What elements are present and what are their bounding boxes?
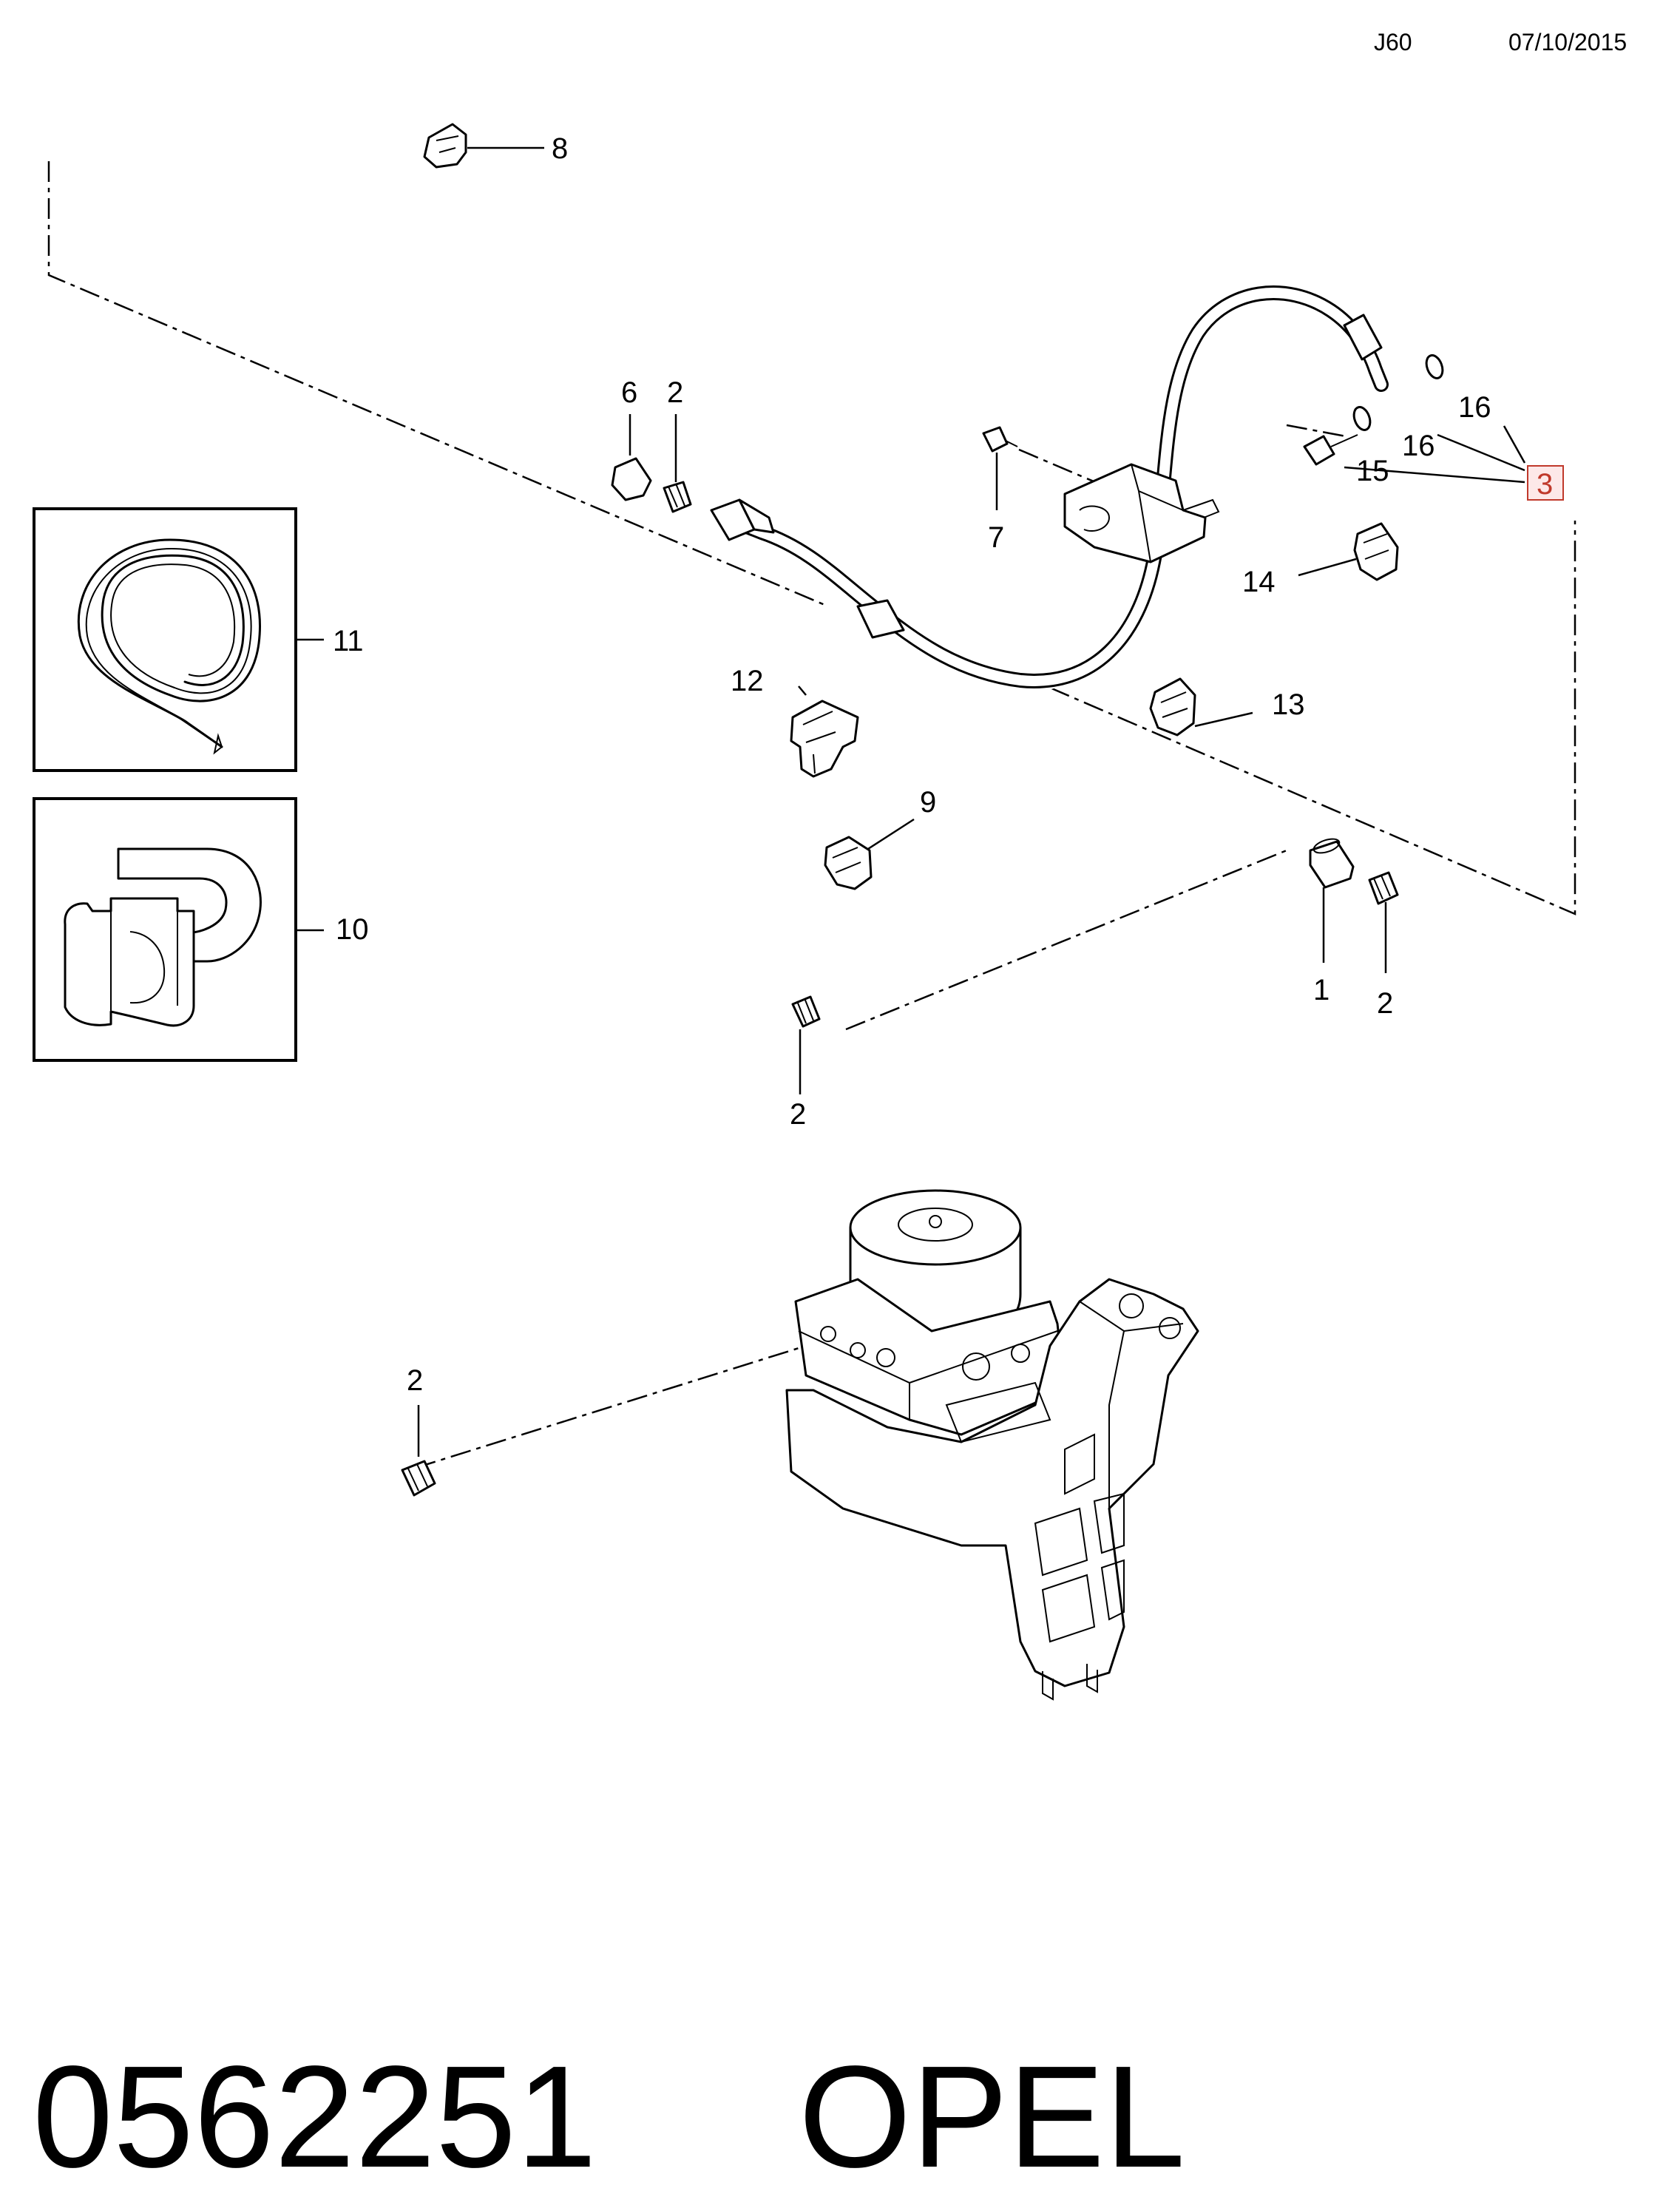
pipe-sleeve-part-1 (1309, 838, 1355, 889)
header-code: J60 (1374, 29, 1412, 55)
callout-3-highlighted[interactable]: 3 (1527, 465, 1564, 501)
callout-2-middle: 2 (790, 1098, 806, 1131)
tube-nut-2-lower (401, 1460, 436, 1497)
footer-part-number: 0562251 (33, 2036, 597, 2198)
abs-hydraulic-unit (785, 1189, 1199, 1701)
flexible-brake-hose (717, 285, 1389, 688)
callout-6: 6 (621, 376, 637, 409)
sealing-washer-16-upper (1425, 354, 1444, 379)
callout-10: 10 (336, 913, 369, 946)
brake-pipe-middle (715, 523, 1570, 1008)
callout-16-lower: 16 (1402, 430, 1435, 462)
tube-nut-2-middle (791, 995, 821, 1028)
callout-11: 11 (333, 625, 364, 657)
callout-3-highlight-box (1527, 465, 1564, 501)
clip-part-14 (1353, 522, 1399, 581)
callout-8: 8 (552, 132, 568, 165)
callout-9: 9 (920, 786, 936, 819)
clip-part-9 (824, 836, 873, 890)
callout-2-lower: 2 (407, 1364, 423, 1397)
callout-16-upper: 16 (1458, 391, 1491, 424)
sealing-washer-16-lower (1352, 406, 1372, 431)
callout-1: 1 (1313, 974, 1330, 1006)
double-clip-illustration (64, 847, 262, 1027)
clip-part-13 (1149, 677, 1196, 737)
brake-pipe-right (1196, 894, 1642, 1326)
hose-bracket (1063, 463, 1220, 563)
callout-2-upper: 2 (667, 376, 683, 409)
tube-nut-2-upper (663, 481, 692, 513)
brake-pipe-upper (85, 101, 586, 473)
clip-part-8 (423, 123, 467, 169)
callout-3: 3 (1537, 468, 1553, 501)
header-date: 07/10/2015 (1508, 29, 1627, 55)
bolt-part-7 (982, 426, 1018, 453)
inset-box-pipe-coil (33, 507, 324, 772)
banjo-bolt-15 (1303, 434, 1358, 466)
hose-end-fitting (710, 498, 775, 541)
leader-lines-3-15-16 (1344, 425, 1526, 484)
brake-pipe-lower-left (54, 1187, 823, 1807)
callout-7: 7 (988, 521, 1004, 554)
tube-nut-2-right (1368, 871, 1399, 905)
clip-part-12 (790, 700, 859, 778)
callout-15: 15 (1356, 455, 1389, 487)
callout-13: 13 (1272, 688, 1305, 721)
inset-box-clip (33, 797, 324, 1062)
callout-14: 14 (1242, 566, 1276, 598)
footer-brand: OPEL (799, 2036, 1185, 2198)
pipe-coil-illustration (78, 538, 261, 755)
union-part-6 (611, 457, 652, 501)
callout-2-right: 2 (1377, 987, 1393, 1020)
callout-12: 12 (731, 665, 764, 697)
